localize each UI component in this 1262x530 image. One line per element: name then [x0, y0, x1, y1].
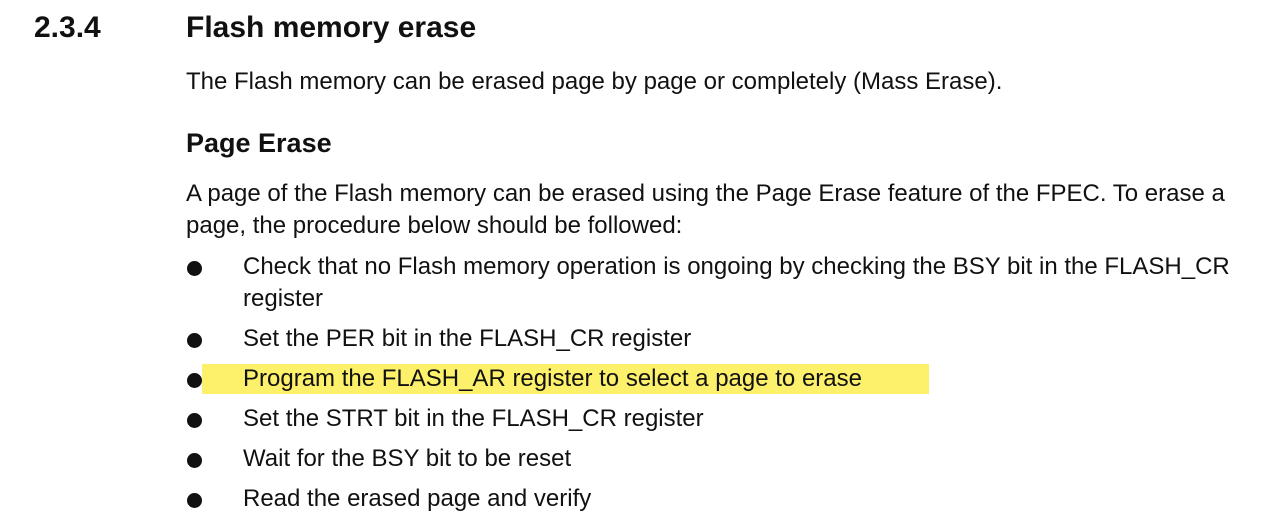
section-title: Flash memory erase — [186, 11, 477, 44]
procedure-step: Check that no Flash memory operation is … — [186, 251, 1256, 315]
procedure-step-highlighted: Program the FLASH_AR register to select … — [186, 363, 1256, 395]
procedure-step-text: Wait for the BSY bit to be reset — [243, 445, 572, 472]
bullet-icon — [187, 413, 202, 428]
intro-paragraph: The Flash memory can be erased page by p… — [186, 68, 1003, 95]
procedure-step: Wait for the BSY bit to be reset — [186, 443, 1256, 475]
text-highlight — [202, 364, 929, 394]
procedure-step: Set the PER bit in the FLASH_CR register — [186, 323, 1256, 355]
procedure-step-text: Set the STRT bit in the FLASH_CR registe… — [243, 405, 704, 432]
bullet-icon — [187, 453, 202, 468]
bullet-icon — [187, 333, 202, 348]
procedure-step: Read the erased page and verify — [186, 483, 1256, 515]
procedure-step-text: Set the PER bit in the FLASH_CR register — [243, 325, 692, 352]
procedure-list: Check that no Flash memory operation is … — [186, 251, 1256, 523]
page-erase-paragraph: A page of the Flash memory can be erased… — [186, 180, 1225, 239]
section-number: 2.3.4 — [34, 11, 101, 44]
procedure-step-text: Program the FLASH_AR register to select … — [243, 365, 862, 392]
bullet-icon — [187, 493, 202, 508]
bullet-icon — [187, 373, 202, 388]
bullet-icon — [187, 261, 202, 276]
procedure-step: Set the STRT bit in the FLASH_CR registe… — [186, 403, 1256, 435]
page-erase-heading: Page Erase — [186, 128, 332, 158]
procedure-step-text: Read the erased page and verify — [243, 485, 592, 512]
procedure-step-text: Check that no Flash memory operation is … — [243, 253, 1230, 312]
